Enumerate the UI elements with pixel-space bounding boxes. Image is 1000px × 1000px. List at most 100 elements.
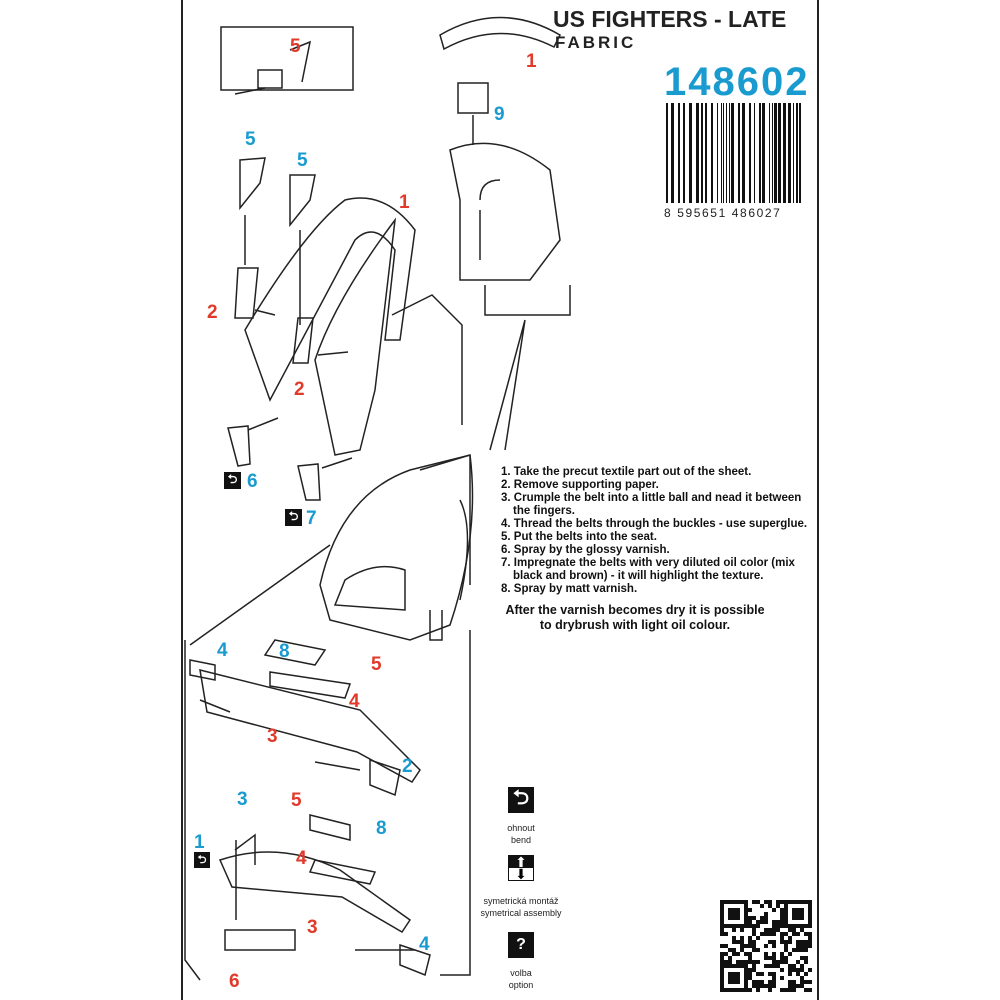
qr-module xyxy=(720,900,724,904)
qr-module xyxy=(720,984,724,988)
qr-module xyxy=(800,944,804,948)
qr-module xyxy=(808,924,812,928)
qr-module xyxy=(752,928,756,932)
bend-icon: ⮌ xyxy=(224,472,241,489)
qr-module xyxy=(740,944,744,948)
qr-module xyxy=(776,904,780,908)
barcode-bar xyxy=(729,103,730,203)
qr-module xyxy=(732,964,736,968)
qr-module xyxy=(800,968,804,972)
qr-module xyxy=(764,956,768,960)
qr-module xyxy=(772,964,776,968)
qr-module xyxy=(728,900,732,904)
qr-module xyxy=(808,932,812,936)
qr-module xyxy=(720,980,724,984)
qr-module xyxy=(744,964,748,968)
qr-module xyxy=(804,944,808,948)
symmetrical-assembly-icon: ⬆⬇ xyxy=(508,855,534,881)
qr-module xyxy=(728,976,732,980)
qr-module xyxy=(752,964,756,968)
qr-module xyxy=(736,940,740,944)
barcode-bar xyxy=(717,103,718,203)
part-label: 5 xyxy=(291,790,302,811)
qr-module xyxy=(780,900,784,904)
qr-module xyxy=(800,980,804,984)
qr-module xyxy=(732,900,736,904)
qr-module xyxy=(796,908,800,912)
qr-module xyxy=(792,964,796,968)
qr-module xyxy=(768,904,772,908)
qr-module xyxy=(800,948,804,952)
qr-module xyxy=(764,912,768,916)
part-label: 5 xyxy=(245,129,256,150)
qr-module xyxy=(732,952,736,956)
qr-module xyxy=(748,924,752,928)
qr-module xyxy=(780,916,784,920)
qr-module xyxy=(760,904,764,908)
qr-module xyxy=(792,900,796,904)
qr-module xyxy=(772,924,776,928)
qr-module xyxy=(796,968,800,972)
qr-module xyxy=(764,952,768,956)
legend-label-en: option xyxy=(508,980,534,990)
qr-module xyxy=(768,900,772,904)
qr-module xyxy=(752,940,756,944)
qr-module xyxy=(800,964,804,968)
qr-module xyxy=(744,908,748,912)
qr-module xyxy=(784,912,788,916)
qr-module xyxy=(768,972,772,976)
qr-module xyxy=(780,908,784,912)
qr-module xyxy=(804,980,808,984)
qr-module xyxy=(776,924,780,928)
qr-module xyxy=(732,908,736,912)
barcode-bar xyxy=(793,103,794,203)
qr-module xyxy=(740,988,744,992)
qr-module xyxy=(748,952,752,956)
qr-module xyxy=(720,920,724,924)
qr-module xyxy=(744,972,748,976)
part-label: 4 xyxy=(349,691,360,712)
qr-module xyxy=(752,984,756,988)
qr-module xyxy=(756,936,760,940)
barcode-bar xyxy=(754,103,755,203)
shoulder-harness xyxy=(244,197,463,456)
barcode-bar xyxy=(683,103,685,203)
qr-module xyxy=(772,932,776,936)
qr-module xyxy=(736,980,740,984)
qr-module xyxy=(748,936,752,940)
qr-module xyxy=(804,900,808,904)
qr-module xyxy=(808,912,812,916)
qr-module xyxy=(804,956,808,960)
qr-module xyxy=(736,972,740,976)
qr-module xyxy=(728,916,732,920)
qr-module xyxy=(780,912,784,916)
qr-module xyxy=(792,988,796,992)
qr-module xyxy=(748,956,752,960)
part-label: 5 xyxy=(297,150,308,171)
qr-module xyxy=(724,964,728,968)
qr-module xyxy=(808,940,812,944)
qr-module xyxy=(772,980,776,984)
qr-module xyxy=(744,900,748,904)
barcode-bar xyxy=(726,103,727,203)
qr-module xyxy=(740,928,744,932)
qr-module xyxy=(744,924,748,928)
part-label: 1 xyxy=(399,192,410,213)
barcode-bar xyxy=(705,103,707,203)
qr-module xyxy=(788,988,792,992)
qr-module xyxy=(792,984,796,988)
qr-module xyxy=(772,920,776,924)
qr-module xyxy=(720,968,724,972)
qr-module xyxy=(804,972,808,976)
qr-module xyxy=(724,932,728,936)
qr-module xyxy=(732,912,736,916)
qr-module xyxy=(784,960,788,964)
seat-back-detail xyxy=(449,142,571,451)
qr-code xyxy=(720,900,812,992)
qr-module xyxy=(720,908,724,912)
qr-module xyxy=(788,968,792,972)
barcode-bar xyxy=(783,103,786,203)
instruction-steps: 1. Take the precut textile part out of t… xyxy=(501,466,821,596)
qr-module xyxy=(720,976,724,980)
